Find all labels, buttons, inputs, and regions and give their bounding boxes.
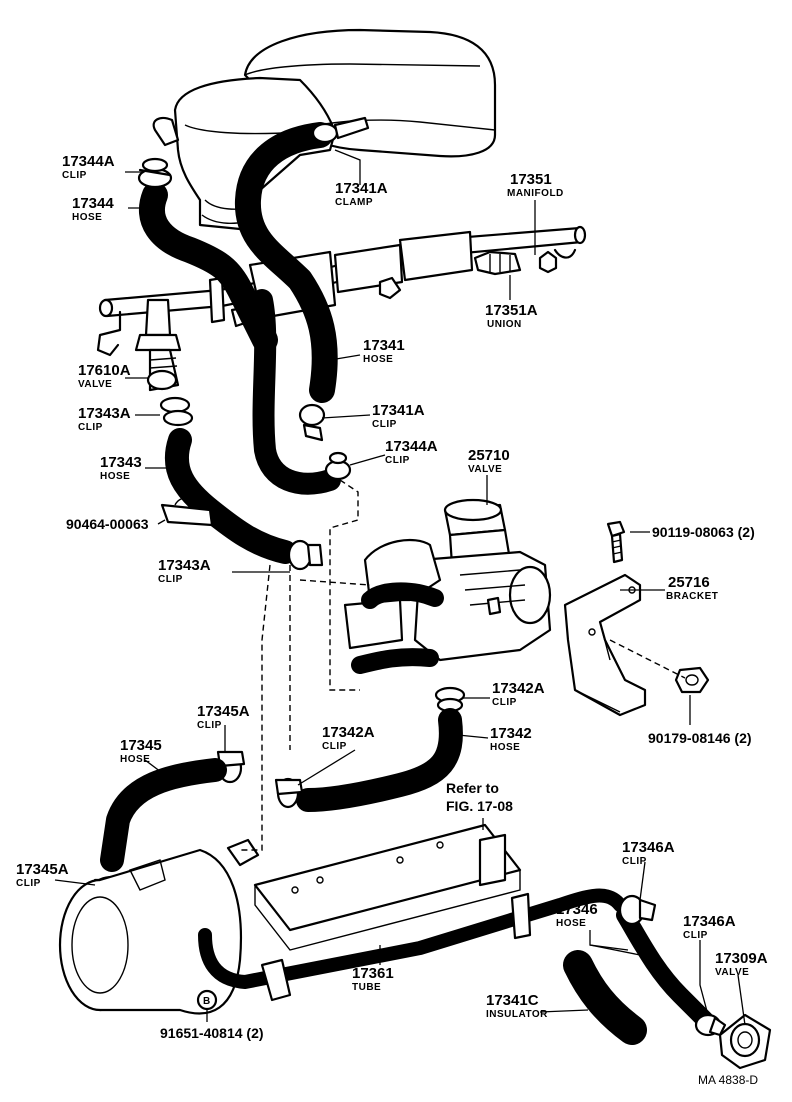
clip-17341a-mid [298,403,326,442]
label-91651: 91651-40814 (2) [160,1025,264,1041]
label-17341a-clip-num: 17341A [372,402,425,419]
label-17361-num: 17361 [352,965,394,982]
label-17351a-num: 17351A [485,302,538,319]
labels: 17344A CLIP 17344 HOSE 17341A CLAMP 1735… [16,153,768,1087]
callout-letter-b: B [203,996,211,1007]
bracket-25716 [563,573,647,717]
label-17610a-num: 17610A [78,362,131,379]
label-17346-name: HOSE [556,918,586,929]
label-17343-num: 17343 [100,454,142,471]
clip-17344a-top [137,157,173,189]
label-17351-num: 17351 [510,171,552,188]
clip-17346a-right [694,1013,727,1037]
label-17344-num: 17344 [72,195,114,212]
label-17351a-name: UNION [487,319,522,330]
insulator-17341c [563,950,647,1045]
label-17341a-clamp-num: 17341A [335,180,388,197]
label-17343a-top-name: CLIP [78,422,103,433]
label-90119: 90119-08063 (2) [652,524,755,540]
valve-17309a [718,1013,772,1070]
label-25716-name: BRACKET [666,591,718,602]
label-17341-num: 17341 [363,337,405,354]
label-17343a-bot-name: CLIP [158,574,183,585]
label-17342-num: 17342 [490,725,532,742]
clip-17343a-top [159,396,194,427]
tube-17361 [198,888,627,1002]
clip-17342a-right [434,686,466,713]
label-17345a-bot-name: CLIP [16,878,41,889]
label-17344a-num: 17344A [62,153,115,170]
valve-25710 [343,498,552,674]
heat-insulator-plate [253,823,522,951]
bolt-91651: B [196,989,218,1011]
label-17610a-name: VALVE [78,379,112,390]
label-17351-name: MANIFOLD [507,188,564,199]
label-25716-num: 25716 [668,574,710,591]
union-17351a [473,250,522,276]
label-17341a-clip-name: CLIP [372,419,397,430]
hose-17345 [100,758,227,872]
hose-17341 [234,122,338,403]
label-17344a-name: CLIP [62,170,87,181]
label-25710-name: VALVE [468,464,502,475]
label-17341a-clamp-name: CLAMP [335,197,373,208]
refer-line1: Refer to [446,780,499,796]
clip-17343a-bottom [287,539,324,571]
dashed-guides [240,479,686,851]
label-17342a-right-num: 17342A [492,680,545,697]
label-17344a-mid-num: 17344A [385,438,438,455]
label-17345-name: HOSE [120,754,150,765]
leader-lines [54,149,746,1026]
label-17346a-right-name: CLIP [683,930,708,941]
label-17346a-top-num: 17346A [622,839,675,856]
clip-17344a-mid [324,451,352,481]
label-17344-name: HOSE [72,212,102,223]
clip-90464 [160,497,214,527]
clamp-17341a [311,116,370,144]
label-90179: 90179-08146 (2) [648,730,752,746]
label-17309a-name: VALVE [715,967,749,978]
label-17341c-num: 17341C [486,992,539,1009]
label-17345a-bot-num: 17345A [16,861,69,878]
label-17361-name: TUBE [352,982,381,993]
label-17342a-left-name: CLIP [322,741,347,752]
bolt-90119 [606,520,626,564]
figure-code: MA 4838-D [698,1073,758,1087]
clip-17345a-top [216,750,246,784]
label-25710-num: 25710 [468,447,510,464]
label-17342-name: HOSE [490,742,520,753]
clip-17346a-top [618,894,657,926]
label-90464: 90464-00063 [66,516,149,532]
label-17345-num: 17345 [120,737,162,754]
nut-90179 [674,666,710,694]
hose-17344 [138,182,278,353]
label-17346a-top-name: CLIP [622,856,647,867]
label-17343-name: HOSE [100,471,130,482]
label-17345a-top-num: 17345A [197,703,250,720]
hose-loop [251,289,341,495]
label-17346-num: 17346 [556,901,598,918]
label-17345a-top-name: CLIP [197,720,222,731]
label-17343a-top-num: 17343A [78,405,131,422]
label-17346a-right-num: 17346A [683,913,736,930]
label-17343a-bot-num: 17343A [158,557,211,574]
hose-17342 [296,708,463,812]
label-17341-name: HOSE [363,354,393,365]
label-17342a-right-name: CLIP [492,697,517,708]
valve-17610a [134,298,182,392]
label-17309a-num: 17309A [715,950,768,967]
clip-17342a-left [274,777,304,809]
label-17342a-left-num: 17342A [322,724,375,741]
label-17341c-name: INSULATOR [486,1009,548,1020]
label-17344a-mid-name: CLIP [385,455,410,466]
refer-line2: FIG. 17-08 [446,798,513,814]
reed-valve-housing [58,838,260,1015]
